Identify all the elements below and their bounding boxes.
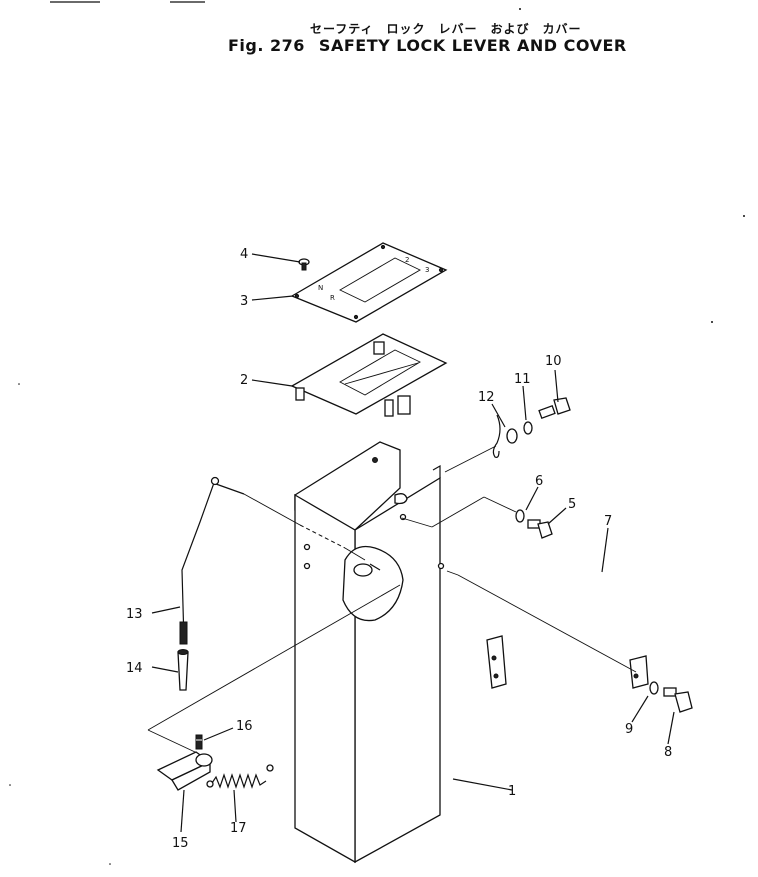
callout-13: 13 xyxy=(126,607,143,622)
callout-5: 5 xyxy=(568,497,576,512)
knob-part-14 xyxy=(177,649,189,691)
leader-lines xyxy=(151,253,675,833)
guide-plate-part-2 xyxy=(290,333,448,417)
svg-text:3: 3 xyxy=(425,266,429,274)
svg-text:2: 2 xyxy=(405,256,409,264)
washer-part-11-a xyxy=(506,428,518,444)
svg-text:R: R xyxy=(330,294,335,302)
callout-15: 15 xyxy=(172,836,189,851)
callout-4: 4 xyxy=(240,247,248,262)
bolt-part-10 xyxy=(538,397,571,419)
callout-14: 14 xyxy=(126,661,143,676)
callout-1: 1 xyxy=(508,784,516,799)
callout-12: 12 xyxy=(478,390,495,405)
lock-lever-rod-part-13 xyxy=(179,476,245,645)
screw-part-4 xyxy=(298,258,310,271)
assembly-lines xyxy=(147,445,637,753)
indicator-plate-part-3: N R 2 3 xyxy=(290,242,448,323)
figure-heading: Fig. 276 SAFETY LOCK LEVER AND COVER xyxy=(228,36,627,55)
svg-text:N: N xyxy=(318,284,323,292)
callout-11: 11 xyxy=(514,372,531,387)
callout-10: 10 xyxy=(545,354,562,369)
washer-part-9 xyxy=(649,681,659,695)
callout-3: 3 xyxy=(240,294,248,309)
washer-part-6 xyxy=(515,509,525,523)
callout-6: 6 xyxy=(535,474,543,489)
callout-16: 16 xyxy=(236,719,253,734)
pin-part-16 xyxy=(195,734,203,750)
callout-numbers: 1 2 3 4 5 6 7 8 9 10 11 12 13 14 15 16 1… xyxy=(126,247,672,851)
callout-9: 9 xyxy=(625,722,633,737)
callout-8: 8 xyxy=(664,745,672,760)
bolt-part-8 xyxy=(663,687,693,713)
callout-17: 17 xyxy=(230,821,247,836)
lock-boss xyxy=(342,545,404,622)
guard-bar-part-7 xyxy=(474,529,693,689)
spring-clip-part-12 xyxy=(492,414,501,458)
lock-pawl-part-15 xyxy=(156,751,213,791)
callout-7: 7 xyxy=(604,514,612,529)
figure-number: Fig. 276 xyxy=(228,36,305,55)
callout-2: 2 xyxy=(240,373,248,388)
cover-box-part-1 xyxy=(294,441,445,864)
japanese-title: セーフティ ロック レバー および カバー xyxy=(310,22,582,36)
bolt-part-5 xyxy=(527,519,553,539)
washer-part-11-b xyxy=(523,421,533,435)
spring-part-17 xyxy=(206,764,274,789)
figure-title: SAFETY LOCK LEVER AND COVER xyxy=(318,36,627,55)
